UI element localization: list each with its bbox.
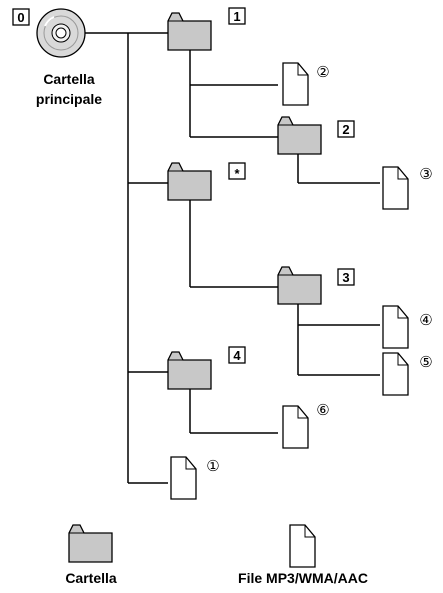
- file-3-number: ③: [419, 165, 432, 183]
- file-icon: [382, 305, 409, 349]
- file-5-number: ⑤: [419, 353, 432, 371]
- folder-star-number-box: [228, 162, 246, 180]
- file-1-number: ①: [206, 457, 219, 475]
- file-6-number: ⑥: [316, 401, 329, 419]
- file-4-number: ④: [419, 311, 432, 329]
- root-number-box: [12, 8, 30, 26]
- folder-3-number-box: [337, 268, 355, 286]
- file-icon: [382, 352, 409, 396]
- folder-2-number: 2: [342, 122, 349, 137]
- folder-3-number: 3: [342, 270, 349, 285]
- folder-1-number-box: [228, 7, 246, 25]
- file-icon: [382, 166, 409, 210]
- folder-1-number: 1: [233, 9, 240, 24]
- folder-4-number-box: [228, 346, 246, 364]
- legend-folder-icon: [68, 524, 113, 563]
- folder-icon: [167, 351, 212, 390]
- folder-4-number: 4: [233, 348, 241, 363]
- file-2-number: ②: [316, 63, 329, 81]
- legend-file-label: File MP3/WMA/AAC: [238, 570, 368, 586]
- file-icon: [170, 456, 197, 500]
- legend-folder-label: Cartella: [65, 570, 117, 586]
- folder-2-number-box: [337, 120, 355, 138]
- folder-icon: [277, 116, 322, 155]
- root-number: 0: [17, 10, 24, 25]
- folder-icon: [167, 162, 212, 201]
- folder-icon: [167, 12, 212, 51]
- root-label-line1: Cartella: [43, 71, 95, 87]
- file-icon: [282, 62, 309, 106]
- legend-file-icon: [289, 524, 316, 568]
- tree-connectors: [85, 32, 380, 484]
- file-icon: [282, 405, 309, 449]
- folder-star-number: *: [234, 166, 240, 181]
- root-label-line2: principale: [36, 91, 102, 107]
- folder-icon: [277, 266, 322, 305]
- cd-disc-icon: [36, 8, 86, 58]
